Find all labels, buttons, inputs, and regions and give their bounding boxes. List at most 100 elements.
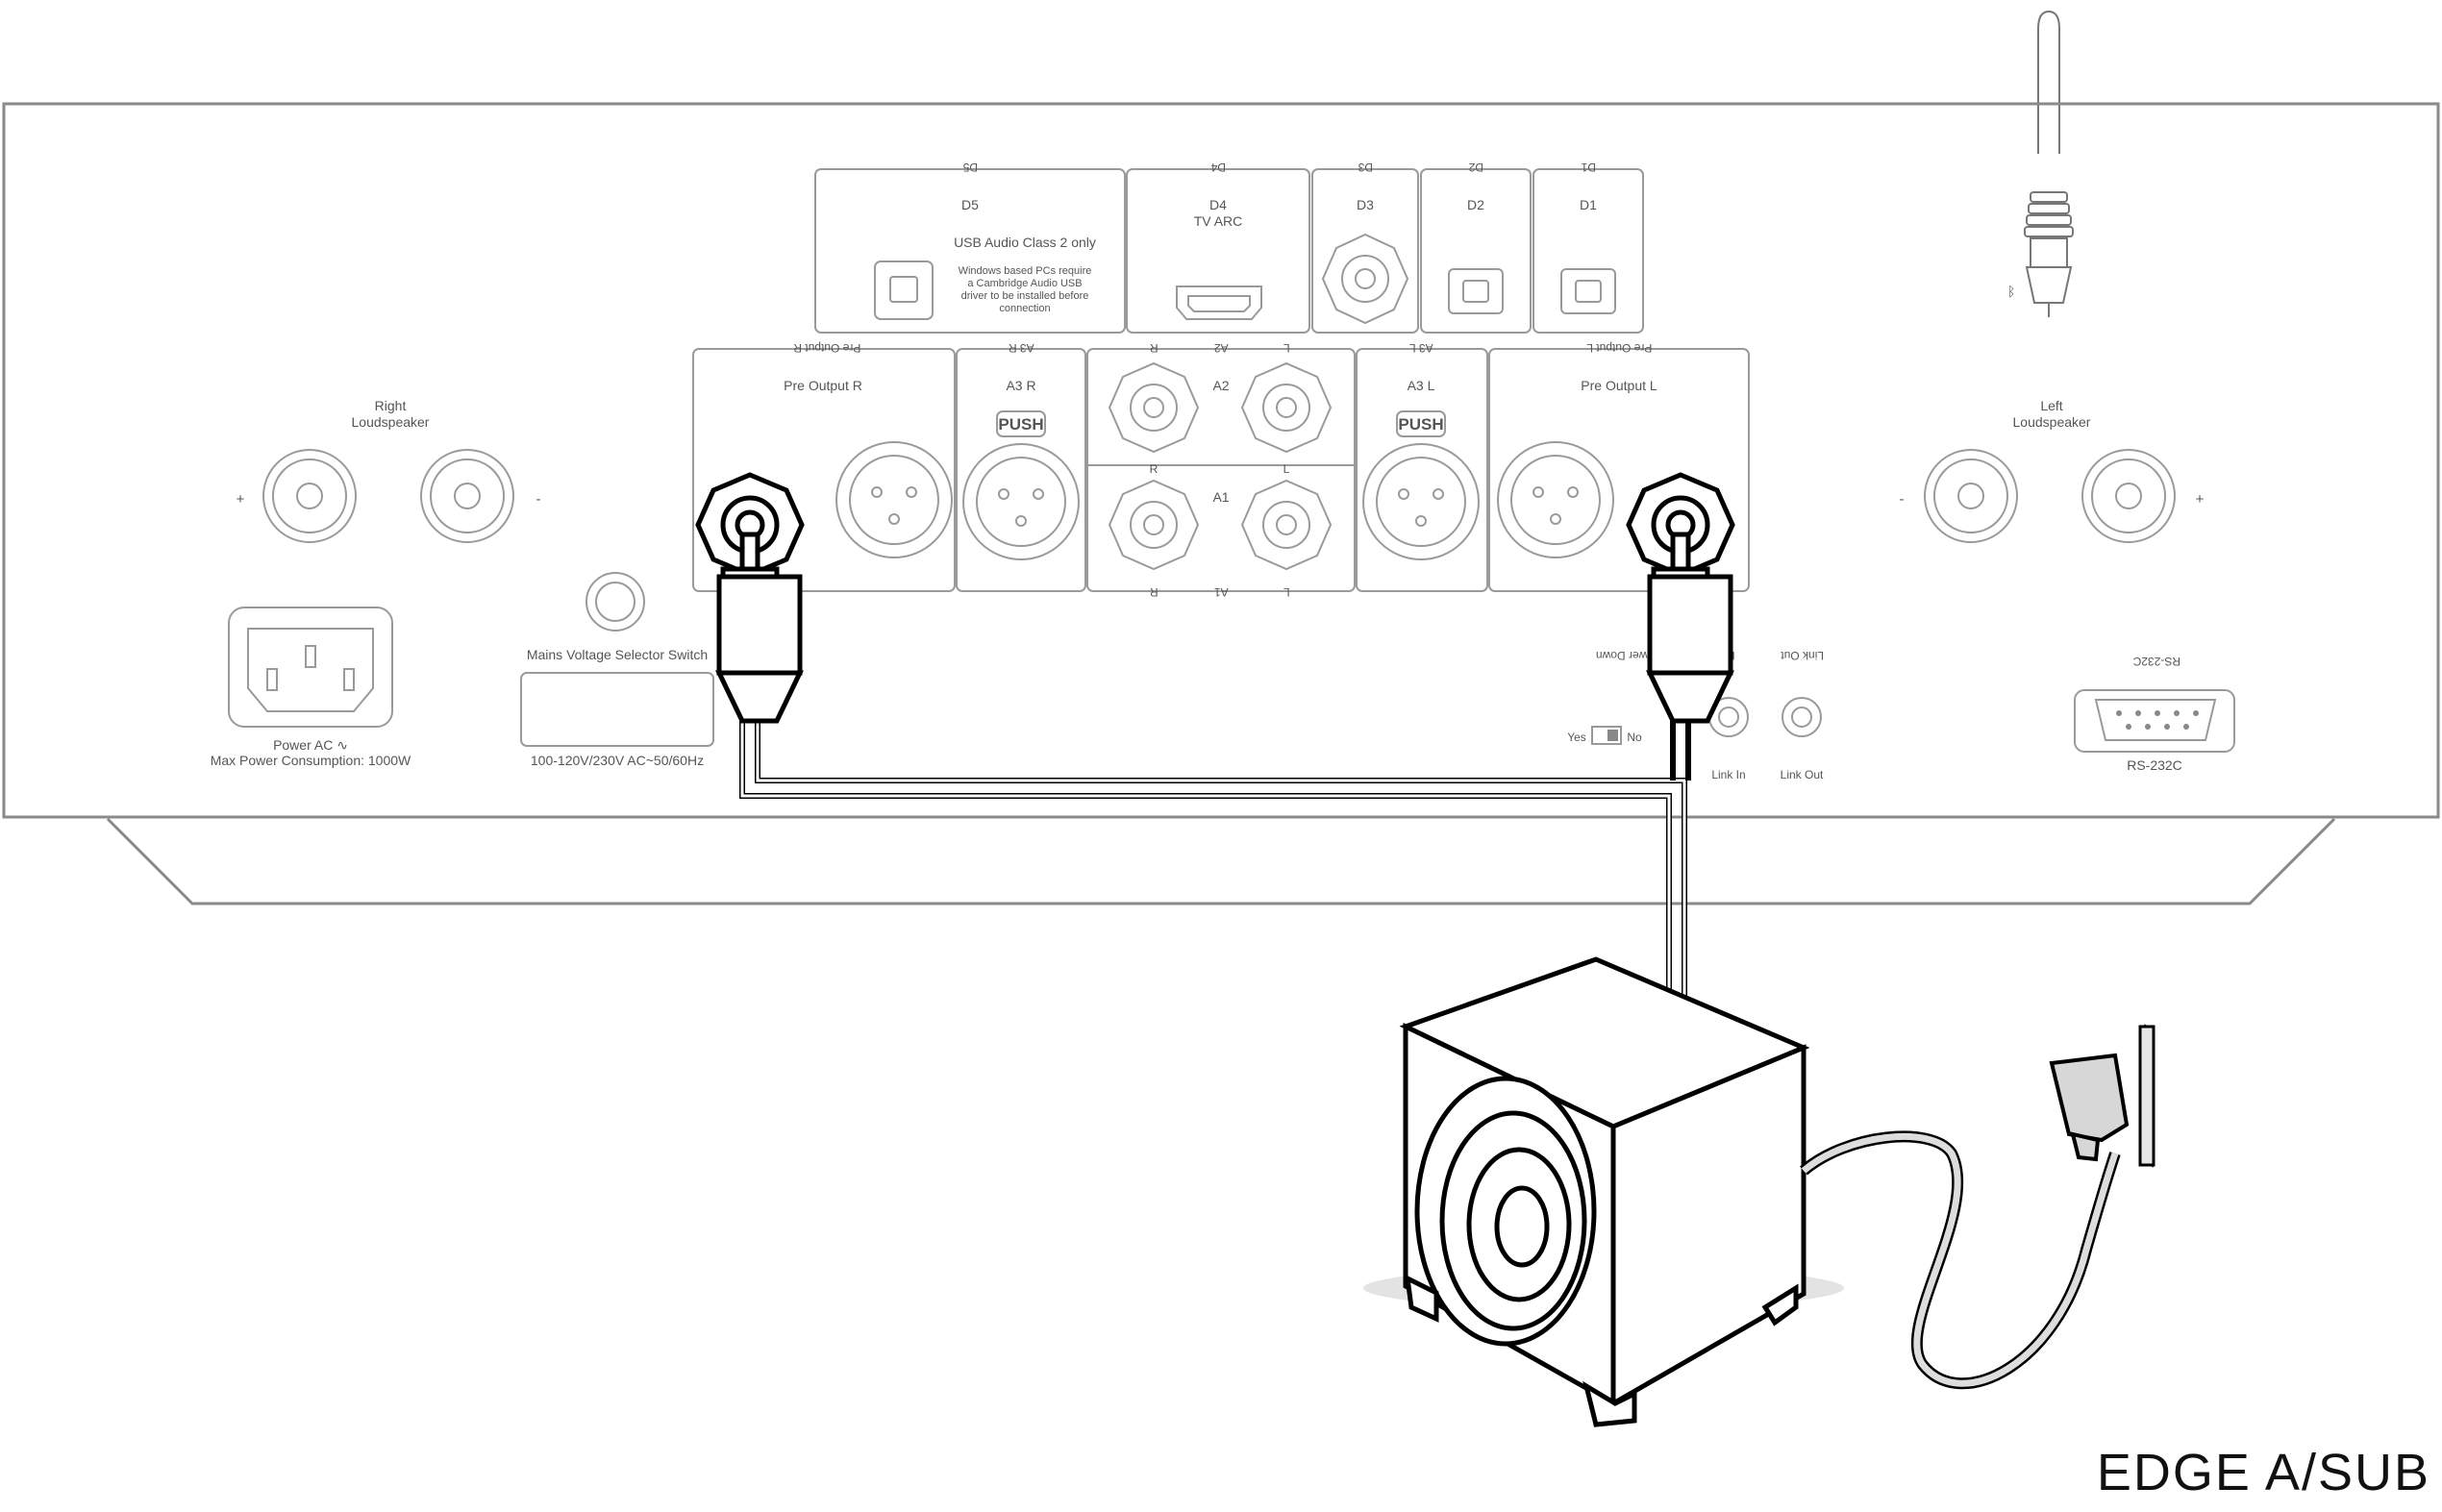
xlr-pre-output-l [1497, 441, 1614, 558]
rs232-label: RS-232C [2127, 757, 2182, 773]
a2-l-top-label: L [1283, 341, 1290, 355]
xlr-a3-r: PUSH [962, 410, 1080, 560]
rs232-top-label: RS-232C [2132, 655, 2180, 668]
d4-hdmi-box [1126, 168, 1310, 334]
pre-output-r-box [692, 348, 956, 592]
no-label: No [1627, 731, 1642, 744]
rca-y-cable [739, 721, 1691, 1000]
hdmi-port [1176, 285, 1262, 320]
left-loudspeaker-label-2: Loudspeaker [2013, 414, 2091, 430]
power-ac-label: Power AC ∿ [273, 737, 348, 753]
link-out-top-label: Link Out [1781, 649, 1824, 662]
d3-top-label: D3 [1358, 161, 1373, 174]
left-plus-label: + [2196, 491, 2205, 508]
right-minus-terminal [420, 449, 514, 543]
right-loudspeaker-label-2: Loudspeaker [352, 414, 430, 430]
push-label-l: PUSH [1398, 415, 1443, 434]
a1-r-label: R [1150, 462, 1159, 476]
d2-label: D2 [1467, 197, 1484, 212]
d3-label: D3 [1357, 197, 1374, 212]
mains-voltage-selector: Mains Voltage Selector Switch 100-120V/2… [520, 572, 714, 768]
left-plus-terminal [2081, 449, 2176, 543]
usb-note-line-2: a Cambridge Audio USB [967, 278, 1082, 289]
d5-label: D5 [961, 197, 979, 212]
tv-arc-label: TV ARC [1194, 213, 1243, 229]
d4-label: D4 [1209, 197, 1227, 212]
a1-a2-box [1086, 348, 1356, 592]
a1-l-label: L [1283, 462, 1290, 476]
d4-top-label: D4 [1210, 161, 1226, 174]
right-loudspeaker-label-1: Right [375, 398, 407, 413]
a2-label: A2 [1212, 378, 1229, 393]
link-out-jack [1782, 697, 1822, 737]
usb-class-label: USB Audio Class 2 only [954, 235, 1096, 250]
max-power-label: Max Power Consumption: 1000W [211, 753, 411, 768]
push-label-r: PUSH [998, 415, 1043, 434]
left-minus-terminal [1924, 449, 2018, 543]
rca-a2-r [1108, 361, 1200, 454]
d1-label: D1 [1580, 197, 1597, 212]
usb-note-line-3: driver to be installed before [961, 290, 1089, 302]
rs232c-port: RS-232C RS-232C [2074, 655, 2235, 773]
left-minus-label: - [1900, 491, 1905, 508]
pre-output-r-top-label: Pre Output R [793, 341, 860, 355]
a3-r-label: A3 R [1006, 378, 1035, 393]
d1-top-label: D1 [1581, 161, 1596, 174]
d2-top-label: D2 [1468, 161, 1483, 174]
pre-output-l-box [1488, 348, 1750, 592]
right-minus-label: - [536, 491, 541, 508]
subwoofer-power-cord [1800, 1130, 2121, 1390]
auto-power-down-switch [1591, 726, 1622, 745]
a1-bottom-label: A1 [1214, 585, 1229, 599]
a3-l-label: A3 L [1408, 378, 1435, 393]
usb-note-line-1: Windows based PCs require [959, 265, 1092, 277]
d3-coax-box [1311, 168, 1419, 334]
yes-label: Yes [1567, 731, 1586, 744]
rca-a1-l [1240, 479, 1333, 571]
amplifier-rear-panel [2, 102, 2440, 905]
wall-socket [2138, 1025, 2155, 1167]
rca-plug-pre-out-r [695, 472, 805, 724]
rca-plug-pre-out-l [1626, 472, 1735, 724]
coaxial-port [1321, 233, 1409, 325]
mains-selector-label: Mains Voltage Selector Switch [527, 647, 708, 662]
a2-top-label: A2 [1214, 341, 1229, 355]
pre-output-l-top-label: Pre Output L [1586, 341, 1652, 355]
bluetooth-icon: ᛒ [2007, 284, 2015, 299]
a3-l-top-label: A3 L [1409, 341, 1433, 355]
right-plus-label: + [237, 491, 245, 508]
xlr-pre-output-r [835, 441, 953, 558]
link-in-label: Link In [1711, 768, 1745, 781]
rca-a1-r [1108, 479, 1200, 571]
subwoofer [1363, 956, 1844, 1427]
d1-optical-box [1532, 168, 1644, 334]
mains-range-label: 100-120V/230V AC~50/60Hz [531, 753, 704, 768]
left-loudspeaker-terminals: Left Loudspeaker - + [1900, 398, 2205, 543]
d5-top-label: D5 [962, 161, 978, 174]
a3-r-top-label: A3 R [1009, 341, 1034, 355]
bluetooth-antenna: ᛒ [2007, 10, 2074, 317]
product-title: EDGE A/SUB [2097, 1444, 2430, 1501]
d5-usb-box [814, 168, 1126, 334]
a3-r-box [956, 348, 1086, 592]
link-out-label: Link Out [1781, 768, 1824, 781]
a3-l-box [1356, 348, 1488, 592]
right-plus-terminal [262, 449, 357, 543]
pre-output-l-label: Pre Output L [1581, 378, 1657, 393]
usb-note-line-4: connection [999, 303, 1050, 314]
rca-a2-l [1240, 361, 1333, 454]
optical-port-d1 [1560, 268, 1616, 314]
left-loudspeaker-label-1: Left [2040, 398, 2062, 413]
xlr-a3-l: PUSH [1362, 410, 1480, 560]
a1-bottom-r-label: R [1150, 585, 1159, 599]
a2-r-top-label: R [1150, 341, 1159, 355]
a1-label: A1 [1212, 489, 1229, 505]
digital-inputs: D5 D4 D3 D2 D1 D5 USB Audio Class 2 only… [814, 161, 1644, 334]
optical-port-d2 [1448, 268, 1504, 314]
analog-io-panel: Pre Output R A3 R R A2 L A3 L Pre Output… [692, 341, 1750, 599]
power-ac-inlet: Power AC ∿ Max Power Consumption: 1000W [211, 607, 411, 768]
usb-b-port [874, 260, 934, 320]
d2-optical-box [1420, 168, 1532, 334]
a1-bottom-l-label: L [1283, 585, 1290, 599]
